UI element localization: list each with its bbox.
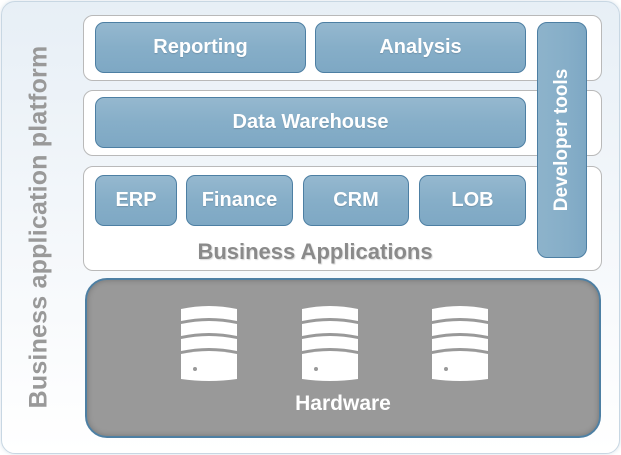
data-warehouse-box[interactable]: Data Warehouse: [95, 97, 526, 148]
reporting-box[interactable]: Reporting: [95, 22, 306, 73]
hardware-label: Hardware: [295, 392, 391, 415]
server-icon: [181, 306, 237, 381]
finance-box[interactable]: Finance: [186, 175, 293, 226]
server-icon: [302, 306, 358, 381]
developer-tools-box[interactable]: Developer tools: [537, 22, 587, 258]
developer-tools-label: Developer tools: [551, 68, 572, 212]
erp-box[interactable]: ERP: [95, 175, 177, 226]
lob-box[interactable]: LOB: [419, 175, 526, 226]
crm-box[interactable]: CRM: [303, 175, 409, 226]
business-applications-label: Business Applications: [197, 239, 433, 264]
server-icon: [432, 306, 488, 381]
hardware-panel: Hardware: [85, 278, 601, 438]
platform-title: Business application platform: [24, 45, 53, 409]
analysis-box[interactable]: Analysis: [315, 22, 526, 73]
